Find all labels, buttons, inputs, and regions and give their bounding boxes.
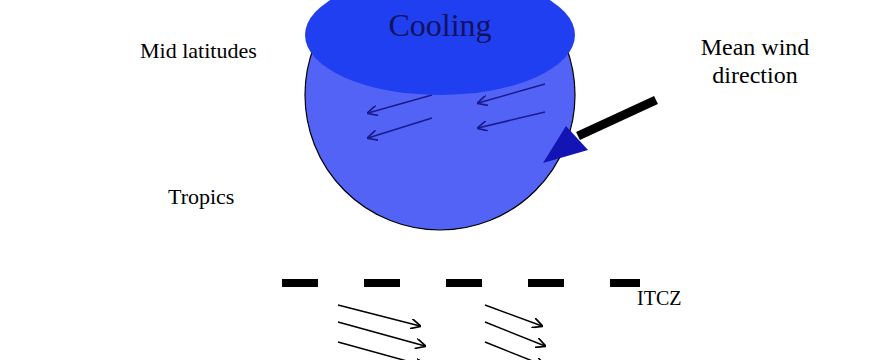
arrow-label: Mean wind direction: [680, 34, 830, 89]
region-label: Tropics: [168, 184, 234, 209]
region-text: Cooling: [388, 7, 491, 44]
region-label: Mid latitudes: [140, 38, 257, 63]
trade-wind-arrows: [338, 305, 545, 360]
line-label: ITCZ: [637, 287, 681, 310]
itcz-line: [282, 279, 640, 287]
region-ellipse: [305, 0, 575, 95]
mean-wind-arrow: [543, 100, 656, 163]
globe-circle: [305, 0, 575, 230]
cooling-region: Cooling: [305, 0, 575, 95]
